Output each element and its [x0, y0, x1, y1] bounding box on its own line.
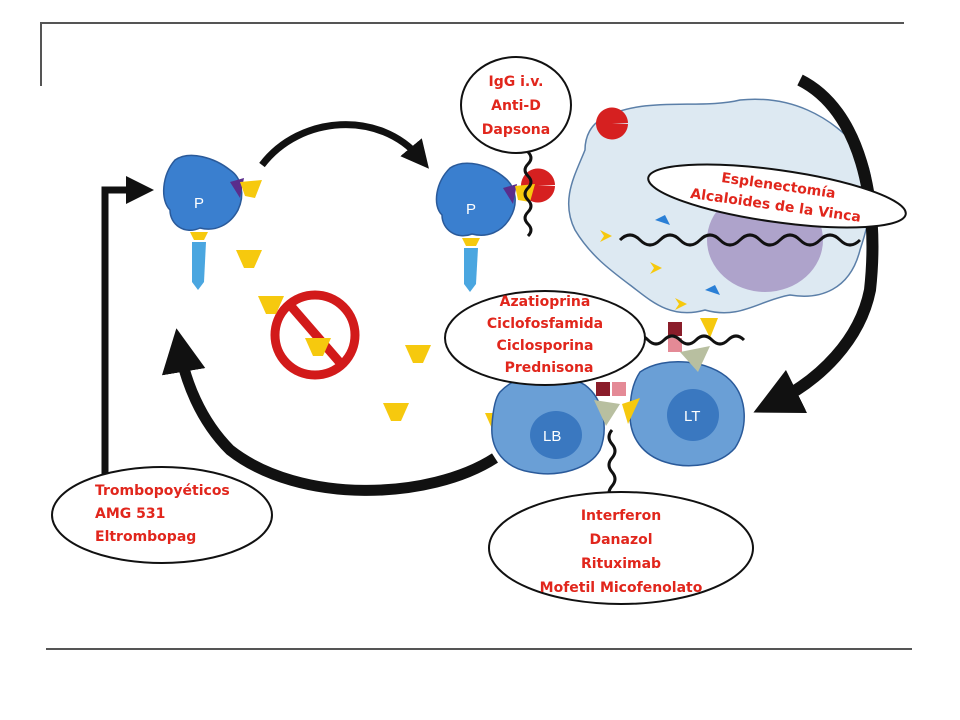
curved-arrow-icon: [753, 74, 879, 414]
signal-lines: [523, 138, 862, 515]
igg-line-3: Dapsona: [482, 122, 550, 138]
others-line-2: Danazol: [589, 532, 652, 548]
bottom-rule: [46, 648, 912, 650]
label-trombo: Trombopoyéticos AMG 531 Eltrombopag: [51, 466, 273, 564]
top-rule: [40, 22, 904, 24]
immuno-line-2: Ciclofosfamida: [487, 316, 603, 332]
b-cell-label: LB: [543, 428, 561, 445]
igg-line-1: IgG i.v.: [488, 74, 543, 90]
others-line-1: Interferon: [581, 508, 661, 524]
platelet-icon: [435, 162, 516, 237]
trombo-line-1: Trombopoyéticos: [95, 483, 230, 499]
platelet-right-label: P: [466, 201, 476, 218]
no-entry-icon: [270, 290, 360, 380]
immuno-line-4: Prednisona: [505, 360, 594, 376]
t-cell: LT: [629, 361, 745, 467]
immuno-line-1: Azatioprina: [500, 294, 591, 310]
label-others: Interferon Danazol Rituximab Mofetil Mic…: [488, 491, 754, 605]
others-line-4: Mofetil Micofenolato: [540, 580, 703, 596]
thrombopoietic-path: [101, 176, 154, 480]
trombo-line-3: Eltrombopag: [95, 529, 196, 545]
synapse-markers: [594, 318, 718, 426]
platelet-icon: [163, 154, 243, 231]
immuno-line-3: Ciclosporina: [497, 338, 594, 354]
b-cell: LB: [491, 373, 605, 475]
platelet-left-label: P: [194, 195, 204, 212]
label-spleen: Esplenectomía Alcaloides de la Vinca: [647, 163, 907, 229]
igg-line-2: Anti-D: [491, 98, 541, 114]
antibody-icon: [240, 180, 262, 198]
platelet-left: P: [163, 154, 262, 290]
label-immuno: Azatioprina Ciclofosfamida Ciclosporina …: [444, 290, 646, 386]
label-igg: IgG i.v. Anti-D Dapsona: [460, 56, 572, 154]
curved-arrow-icon: [161, 328, 498, 496]
fc-receptor-icon: [596, 107, 628, 140]
left-rule: [40, 22, 42, 86]
curved-arrow-icon: [259, 121, 429, 169]
trombo-line-2: AMG 531: [95, 506, 165, 522]
platelet-right: P: [435, 162, 535, 292]
others-line-3: Rituximab: [581, 556, 661, 572]
t-cell-label: LT: [684, 408, 700, 425]
